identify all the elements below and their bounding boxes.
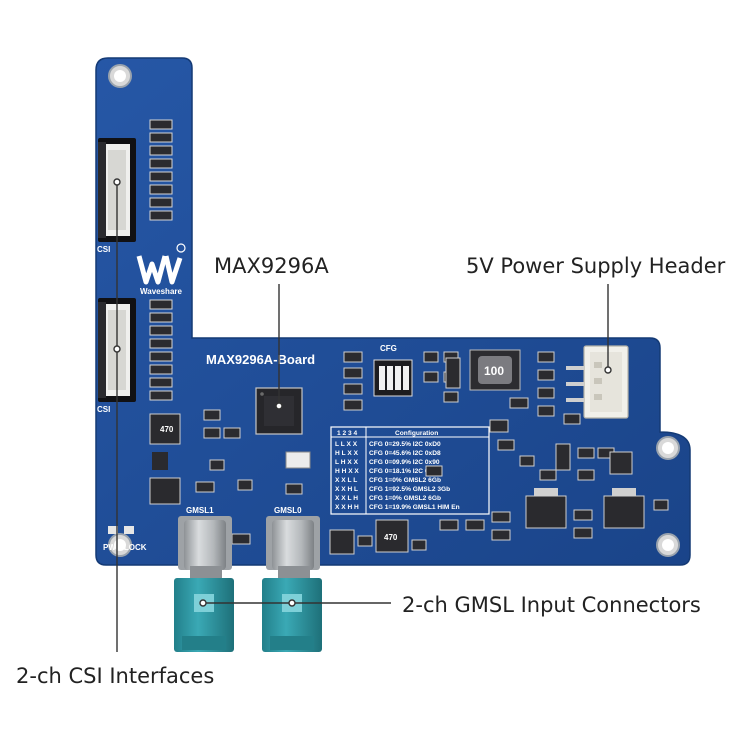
brand-silk: Waveshare <box>140 287 183 296</box>
callout-lines <box>113 178 612 652</box>
gmsl1-silk: GMSL1 <box>186 506 214 515</box>
svg-text:470: 470 <box>160 425 174 434</box>
power-supply-header <box>566 345 629 419</box>
svg-text:CFG 1=0% GMSL2 6Gb: CFG 1=0% GMSL2 6Gb <box>369 477 441 484</box>
passive-column-top <box>149 119 173 221</box>
cfg-silk: CFG <box>380 344 397 353</box>
svg-text:CFG 0=45.6% I2C 0xD8: CFG 0=45.6% I2C 0xD8 <box>369 450 441 457</box>
callout-csi-interfaces: 2-ch CSI Interfaces <box>16 664 215 688</box>
svg-text:X X H L: X X H L <box>335 486 358 493</box>
regulator-b <box>603 488 645 529</box>
waveshare-logo <box>136 243 186 285</box>
csi-silk-a: CSI <box>97 245 110 254</box>
cfg-dip-switch <box>373 359 413 397</box>
left-components: 470 <box>149 409 311 505</box>
svg-text:CFG 0=09.9% I2C 0x90: CFG 0=09.9% I2C 0x90 <box>369 459 440 466</box>
callout-max9296a: MAX9296A <box>214 254 329 278</box>
svg-text:470: 470 <box>384 533 398 542</box>
callout-gmsl-connectors: 2-ch GMSL Input Connectors <box>402 593 701 617</box>
svg-text:X X L L: X X L L <box>335 477 357 484</box>
svg-text:CFG 0=29.5% I2C 0xD0: CFG 0=29.5% I2C 0xD0 <box>369 441 441 448</box>
power-inductor: 100 <box>469 349 521 391</box>
pwr-lock-silk: PWR LOCK <box>103 543 147 552</box>
svg-text:L L X X: L L X X <box>335 441 358 448</box>
svg-text:100: 100 <box>484 364 504 378</box>
gmsl1-connector <box>174 516 234 652</box>
svg-text:H H X X: H H X X <box>335 468 359 475</box>
cfg-side-chips <box>343 351 461 411</box>
passive-column-bottom <box>149 299 173 401</box>
svg-text:CFG 0=18.1% I2C 0x94: CFG 0=18.1% I2C 0x94 <box>369 468 440 475</box>
svg-text:L H X X: L H X X <box>335 459 359 466</box>
svg-text:CFG 1=92.5% GMSL2 3Gb: CFG 1=92.5% GMSL2 3Gb <box>369 486 450 493</box>
pcb-board <box>95 57 691 566</box>
csi-connector-a <box>98 138 136 242</box>
svg-text:CFG 1=19.9% GMSL1 HIM En: CFG 1=19.9% GMSL1 HIM En <box>369 504 460 511</box>
gmsl0-connector <box>262 516 322 652</box>
bottom-components: 470 <box>231 519 427 555</box>
svg-text:Configuration: Configuration <box>395 430 438 437</box>
svg-text:H L X X: H L X X <box>335 450 359 457</box>
svg-text:X X H H: X X H H <box>335 504 359 511</box>
csi-silk-b: CSI <box>97 405 110 414</box>
svg-text:X X L H: X X L H <box>335 495 358 502</box>
status-leds <box>108 526 134 534</box>
svg-text:1 2 3 4: 1 2 3 4 <box>337 430 357 437</box>
svg-text:CFG 1=0% GMSL2 6Gb: CFG 1=0% GMSL2 6Gb <box>369 495 441 502</box>
regulator-a <box>525 488 567 529</box>
configuration-table: 1 2 3 4 Configuration L L X X CFG 0=29.5… <box>330 426 490 515</box>
callout-power-header: 5V Power Supply Header <box>466 254 726 278</box>
power-section-parts <box>489 351 633 481</box>
board-name-silk: MAX9296A-Board <box>206 352 315 367</box>
gmsl0-silk: GMSL0 <box>274 506 302 515</box>
mounting-holes <box>108 64 680 557</box>
lower-right-parts <box>425 465 669 541</box>
